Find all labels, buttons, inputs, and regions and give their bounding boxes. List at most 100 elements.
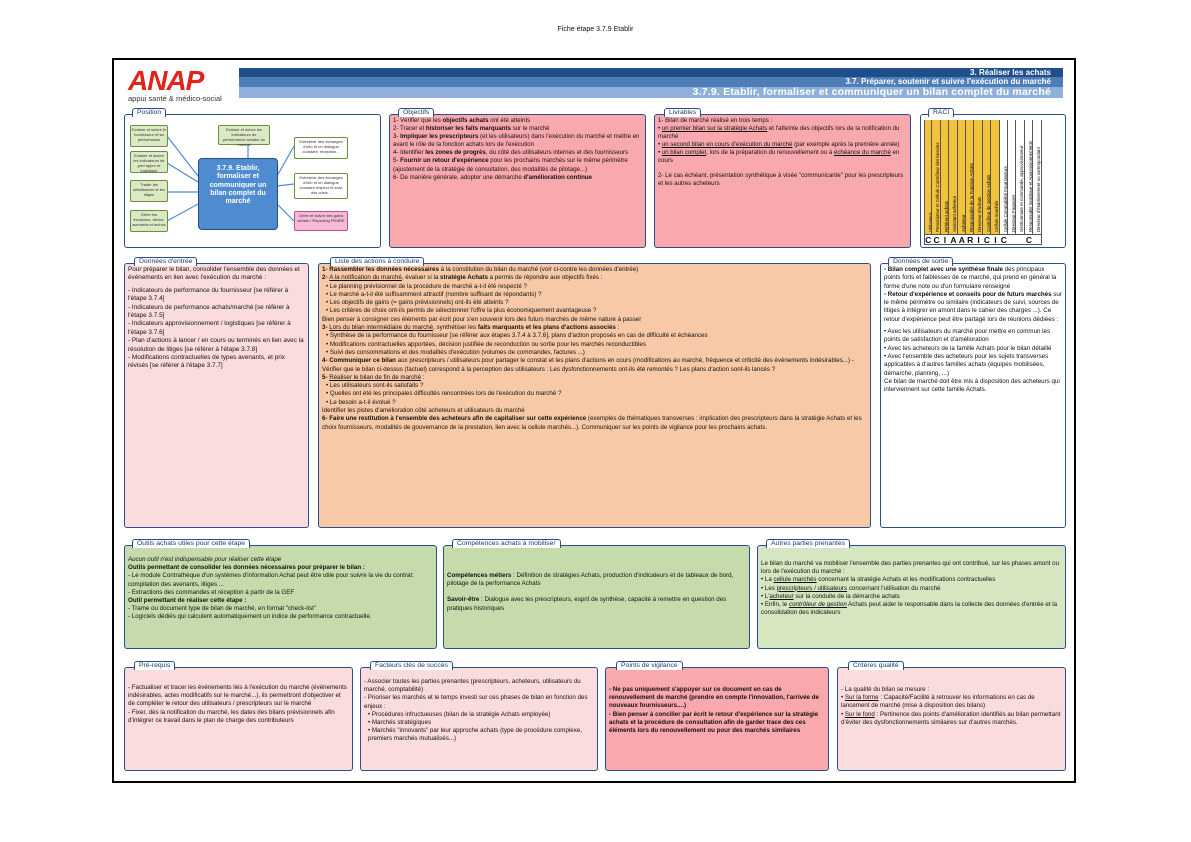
outils-item: - Trame ou document type de bilan de mar… bbox=[128, 605, 317, 613]
raci-role-label: Acheteur bbox=[960, 214, 966, 232]
autres-intro: Le bilan du marché va mobiliser l'ensemb… bbox=[761, 560, 1060, 576]
raci-letter: C bbox=[983, 235, 991, 245]
action-5: 5- Réaliser le bilan de fin de marché : bbox=[322, 373, 425, 381]
criteres-intro: - La qualité du bilan se mesure : bbox=[841, 686, 930, 693]
header-level-3: 3.7.9. Etablir, formaliser et communique… bbox=[239, 87, 1063, 98]
action-3-item: • Modifications contractuelles apportées… bbox=[326, 340, 646, 348]
criteres-item: • Sur la forme : Capacité/Facilité à ret… bbox=[841, 694, 1035, 710]
objectifs-panel: 1- Vérifier que les objectifs achats ont… bbox=[389, 114, 646, 248]
raci-role-label: Responsable de la Fonction Achats bbox=[969, 163, 974, 232]
outils-heading-2: Outil permettant de réaliser cette étape… bbox=[128, 597, 247, 605]
prerequis-item: - Fixer, dès la notification du marché, … bbox=[128, 708, 335, 724]
donnees-sortie-tab: Données de sortie bbox=[888, 257, 954, 266]
facteurs-panel: - Associer toutes les parties prenantes … bbox=[360, 667, 598, 771]
raci-role-column: Responsable de la Fonction Achats bbox=[966, 120, 975, 234]
raci-letter: A bbox=[950, 235, 957, 245]
prerequis-tab: Pré-requis bbox=[134, 661, 176, 670]
donnees-entree-item: - Plan d'actions à lancer / en cours ou … bbox=[128, 337, 304, 353]
livrable-item: • un second bilan en cours d'exécution d… bbox=[658, 141, 900, 149]
raci-letter: I bbox=[977, 235, 980, 245]
action-2-item: • Le planning prévisionnel de la procédu… bbox=[326, 282, 527, 290]
position-node-exchange-crisis: Entretenir des échanges d'info et un dia… bbox=[294, 173, 348, 199]
objectif-item: 4- Identifier les zones de progrès, du c… bbox=[393, 149, 629, 157]
raci-role-column: Acheteur bbox=[957, 120, 966, 234]
livrable-item: • un premier bilan sur la stratégie Acha… bbox=[658, 125, 900, 141]
raci-role-label: Cellule marchés bbox=[994, 200, 1000, 232]
action-5-item: • Le besoin a-t-il évolué ? bbox=[326, 398, 396, 406]
raci-role-column: Utilisateur bbox=[924, 120, 933, 234]
raci-role-column: Directeur Financier bbox=[1008, 120, 1017, 234]
vigilance-panel: - Ne pas uniquement s'appuyer sur ce doc… bbox=[605, 667, 829, 771]
raci-letter: I bbox=[943, 235, 947, 245]
raci-role-label: Directeur d'établissement ou corresponda… bbox=[1036, 147, 1042, 232]
autres-item: • Les prescripteurs / utilisateurs conce… bbox=[761, 584, 941, 592]
prerequis-panel: - Factualiser et tracer les événements l… bbox=[124, 667, 353, 771]
actions-panel: 1- Rassembler les données nécessaires à … bbox=[318, 263, 871, 528]
autres-item: • L'acheteur sur la conduite de la démar… bbox=[761, 592, 900, 600]
autres-item: • Enfin, le contrôleur de gestion Achats… bbox=[761, 601, 1058, 617]
position-node-exchange-reception: Entretenir des échanges d'info et un dia… bbox=[294, 137, 348, 159]
facteurs-subitem: • Marchés stratégiques bbox=[368, 719, 432, 727]
logo-tagline: appui santé & médico-social bbox=[128, 94, 222, 103]
raci-letter: R bbox=[967, 235, 974, 245]
position-node-indicators: Evaluer et suivre les indicateurs de per… bbox=[130, 151, 168, 173]
vigilance-item: - Ne pas uniquement s'appuyer sur ce doc… bbox=[609, 686, 819, 710]
vigilance-tab: Points de vigilance bbox=[616, 661, 683, 670]
action-5-item: • Quelles ont été les principales diffic… bbox=[326, 390, 562, 398]
objectif-item: 3- Impliquer les prescripteurs (et les u… bbox=[393, 133, 640, 149]
sortie-retour: - Retour d'expérience et conseils pour d… bbox=[884, 290, 1062, 323]
livrables-tab: Livrables bbox=[664, 108, 702, 117]
position-node-litigation: Traiter les défaillances et les litiges bbox=[130, 180, 168, 202]
sortie-item: • Avec les acheteurs de la famille Achat… bbox=[884, 344, 1052, 352]
raci-letter: C bbox=[933, 235, 940, 245]
facteurs-subitem: • Marchés "innovants" par leur approche … bbox=[368, 727, 582, 743]
criteres-item: • Sur le fond : Pertinence des points d'… bbox=[841, 710, 1061, 726]
outils-item: - Le module Contrathèque d'un systèmes d… bbox=[128, 572, 414, 588]
donnees-entree-item: - Indicateurs de performance du fourniss… bbox=[128, 286, 289, 303]
action-3-item: • Suivi des consommations et des modalit… bbox=[326, 348, 585, 356]
objectif-item: 2- Tracer et historiser les faits marqua… bbox=[393, 125, 550, 133]
autres-item: • La cellule marchés concernant la strat… bbox=[761, 576, 996, 584]
outils-item: - Extractions des commandes et réception… bbox=[128, 588, 295, 596]
autres-panel: Le bilan du marché va mobiliser l'ensemb… bbox=[757, 545, 1066, 649]
raci-letter: I bbox=[994, 235, 997, 245]
raci-role-label: Prescripteur et Cellule Contrôleur des b… bbox=[935, 142, 941, 232]
criteres-panel: - La qualité du bilan se mesure : • Sur … bbox=[837, 667, 1066, 771]
livrable-item: 2- Le cas échéant, présentation synthéti… bbox=[658, 171, 904, 187]
action-2-item: • Le marché a-t-il été suffisamment attr… bbox=[326, 290, 542, 298]
action-5-note: Identifier les pistes d'amélioration côt… bbox=[322, 407, 525, 415]
raci-role-column: Cellule marchés bbox=[991, 120, 1000, 234]
donnees-entree-item: - Modifications contractuelles de types … bbox=[128, 354, 286, 370]
position-current-step: 3.7.9. Etablir, formaliser et communique… bbox=[198, 158, 278, 230]
raci-letter: A bbox=[958, 235, 965, 245]
raci-role-label: Directeur Financier bbox=[1011, 194, 1016, 232]
action-2-item: • Les objectifs de gains (= gains prévis… bbox=[326, 299, 509, 307]
position-node-supplier: Evaluer et suivre le fournisseur et sa p… bbox=[130, 125, 168, 147]
prerequis-item: - Factualiser et tracer les événements l… bbox=[128, 684, 347, 708]
action-4: 4- Communiquer ce bilan aux prescripteur… bbox=[322, 357, 854, 373]
header-level-2: 3.7. Préparer, soutenir et suivre l'exéc… bbox=[239, 77, 1063, 87]
document-title: Fiche étape 3.7.9 Etablir bbox=[557, 26, 634, 33]
actions-tab: Liste des actions à conduire bbox=[330, 257, 425, 266]
objectif-item: 1- Vérifier que les objectifs achats ont… bbox=[393, 117, 531, 124]
raci-role-column: Prescripteur et Cellule Contrôleur des b… bbox=[932, 120, 941, 234]
raci-role-column: Référent achats bbox=[940, 120, 950, 234]
position-tab: Position bbox=[132, 108, 167, 117]
raci-role-label: Référent achats bbox=[943, 201, 949, 232]
position-connectors bbox=[166, 135, 295, 222]
objectif-item: 6- De manière générale, adopter une déma… bbox=[393, 173, 592, 181]
raci-role-column: Cellule Comptabilité Fournisseurs bbox=[999, 120, 1008, 234]
donnees-entree-item: - Indicateurs de performance achats/marc… bbox=[128, 303, 290, 320]
objectifs-tab: Objectifs bbox=[398, 108, 435, 117]
raci-role-column: Contrôleur de Gestion Achats bbox=[982, 120, 992, 234]
raci-letter: C bbox=[1025, 235, 1033, 245]
donnees-entree-tab: Données d'entrée bbox=[134, 257, 198, 266]
header-level-1: 3. Réaliser les achats bbox=[239, 68, 1063, 77]
autres-tab: Autres parties prenantes bbox=[766, 539, 851, 548]
donnees-sortie-panel: - Bilan complet avec une synthèse finale… bbox=[880, 263, 1066, 528]
sortie-item: • Avec les utilisateurs du marché pour m… bbox=[884, 328, 1051, 344]
logo-wordmark: ANAP bbox=[128, 65, 204, 96]
facteurs-tab: Facteurs clés de succès bbox=[370, 661, 453, 670]
sortie-note: Ce bilan de marché doit être mis à dispo… bbox=[884, 377, 1060, 394]
raci-role-label: Responsable logistique et Approvisionnem… bbox=[1027, 140, 1033, 232]
